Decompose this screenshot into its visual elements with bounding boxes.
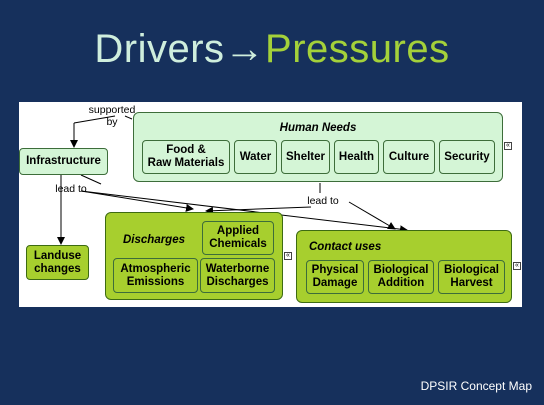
link-lead-to-2-discharges: [205, 206, 312, 215]
expand-icon[interactable]: «: [284, 252, 292, 260]
human-needs-title: Human Needs: [279, 122, 357, 134]
label-lead-to-1: lead to: [55, 183, 87, 195]
node-shelter[interactable]: Shelter: [281, 140, 330, 174]
node-biological-harvest[interactable]: Biological Harvest: [438, 260, 505, 294]
concept-map-panel: supported by lead to lead to Human Needs…: [19, 102, 522, 307]
title-drivers: Drivers: [94, 27, 225, 71]
node-water[interactable]: Water: [234, 140, 277, 174]
node-health[interactable]: Health: [334, 140, 379, 174]
link-lead-to-1-head: [80, 174, 102, 185]
slide-title: Drivers→Pressures: [0, 24, 544, 74]
node-food-raw-materials[interactable]: Food & Raw Materials: [142, 140, 230, 174]
title-pressures: Pressures: [265, 27, 450, 71]
label-lead-to-2: lead to: [307, 195, 339, 207]
contact-uses-title: Contact uses: [309, 241, 382, 253]
link-supported-by-line: [73, 115, 116, 124]
node-infrastructure[interactable]: Infrastructure: [19, 148, 108, 175]
discharges-title: Discharges: [123, 234, 186, 246]
expand-icon[interactable]: «: [504, 142, 512, 150]
expand-icon[interactable]: «: [513, 262, 521, 270]
label-supported-by: supported by: [88, 104, 136, 128]
title-arrow-icon: →: [224, 27, 266, 71]
footer-caption: DPSIR Concept Map: [420, 379, 532, 393]
node-landuse-changes[interactable]: Landuse changes: [26, 245, 89, 280]
node-security[interactable]: Security: [439, 140, 495, 174]
node-applied-chemicals[interactable]: Applied Chemicals: [202, 221, 274, 255]
link-supported-by-tail: [124, 115, 133, 120]
node-atmospheric-emissions[interactable]: Atmospheric Emissions: [113, 258, 198, 293]
link-lead-to-1-discharges: [80, 190, 194, 212]
link-arrows: [57, 115, 408, 245]
node-biological-addition[interactable]: Biological Addition: [368, 260, 434, 294]
link-lead-to-2-contact: [348, 201, 396, 230]
link-lead-to-1-contact: [80, 190, 408, 234]
node-culture[interactable]: Culture: [383, 140, 435, 174]
node-waterborne-discharges[interactable]: Waterborne Discharges: [200, 258, 275, 293]
node-physical-damage[interactable]: Physical Damage: [306, 260, 364, 294]
